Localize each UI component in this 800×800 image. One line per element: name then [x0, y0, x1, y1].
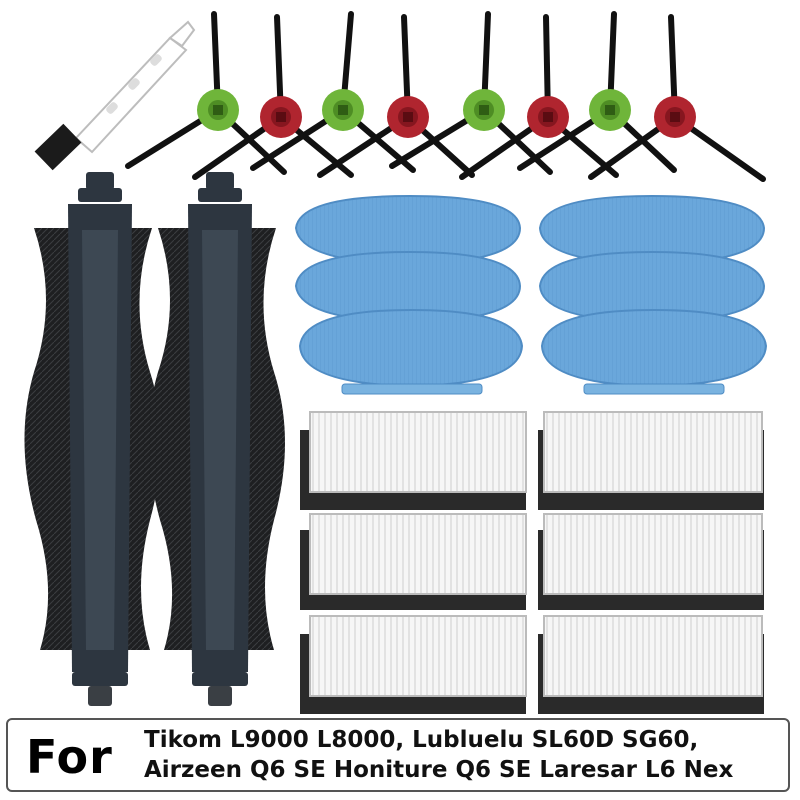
cleaning-tool	[34, 20, 196, 171]
side-brush	[459, 14, 619, 180]
side-brush	[317, 14, 475, 178]
compatibility-banner: For Tikom L9000 L8000, Lubluelu SL60D SG…	[6, 718, 790, 792]
side-brush-set	[125, 11, 766, 182]
models-line-2: Airzeen Q6 SE Honiture Q6 SE Laresar L6 …	[144, 757, 734, 783]
hepa-filter	[538, 411, 764, 510]
side-brush	[517, 11, 677, 173]
models-line-1: Tikom L9000 L8000, Lubluelu SL60D SG60,	[144, 727, 699, 753]
mop-pad-stack-left	[294, 194, 524, 395]
compatible-models: Tikom L9000 L8000, Lubluelu SL60D SG60, …	[144, 725, 733, 785]
main-roller-brush	[24, 172, 161, 706]
side-brush	[389, 11, 553, 175]
hepa-filter	[300, 615, 527, 714]
hepa-filter	[300, 513, 527, 610]
side-brush	[125, 11, 287, 175]
hepa-filter	[538, 615, 764, 714]
mop-pad-stack-right	[538, 194, 768, 395]
side-brush	[588, 14, 766, 182]
main-roller-brush	[148, 172, 285, 706]
for-label: For	[26, 730, 113, 784]
filter-grid	[300, 411, 764, 714]
hepa-filter	[300, 411, 527, 510]
hepa-filter	[538, 513, 764, 610]
